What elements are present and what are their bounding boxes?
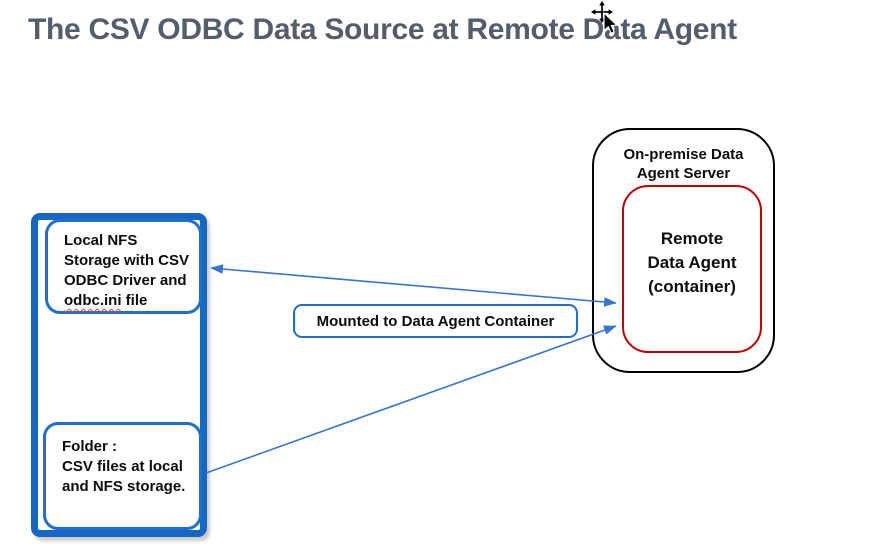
nfs-storage-frame[interactable] bbox=[31, 213, 207, 537]
remote-data-agent-container-box[interactable]: Remote Data Agent (container) bbox=[622, 185, 762, 353]
storage-line-4: odbc.ini file bbox=[64, 291, 195, 311]
connector-storage-to-container[interactable] bbox=[210, 264, 617, 307]
local-nfs-storage-box[interactable]: Local NFS Storage with CSV ODBC Driver a… bbox=[45, 219, 202, 314]
container-line-2: Data Agent bbox=[647, 253, 737, 272]
odbc-ini-token: odbc.ini bbox=[64, 292, 122, 309]
folder-line-1: Folder : bbox=[62, 438, 117, 455]
page-title: The CSV ODBC Data Source at Remote Data … bbox=[28, 13, 737, 46]
storage-line-3: ODBC Driver and bbox=[64, 272, 187, 289]
mount-label-box[interactable]: Mounted to Data Agent Container bbox=[293, 304, 578, 338]
container-line-3: (container) bbox=[648, 277, 736, 296]
folder-line-2: CSV files at local bbox=[62, 458, 183, 475]
storage-line-2: Storage with CSV bbox=[64, 252, 190, 269]
folder-line-3: and NFS storage. bbox=[62, 478, 186, 495]
pointer-arrow bbox=[603, 11, 619, 34]
container-line-1: Remote bbox=[660, 229, 724, 248]
move-cursor-icon bbox=[591, 1, 619, 34]
server-label-line-1: On-premise Data bbox=[623, 146, 744, 163]
connector-folder-to-container[interactable] bbox=[205, 325, 617, 474]
folder-box[interactable]: Folder : CSV files at local and NFS stor… bbox=[43, 422, 202, 530]
mount-label: Mounted to Data Agent Container bbox=[316, 312, 555, 330]
storage-line-1: Local NFS bbox=[64, 232, 138, 249]
file-suffix: file bbox=[121, 292, 148, 309]
server-label-line-2: Agent Server bbox=[636, 165, 731, 182]
